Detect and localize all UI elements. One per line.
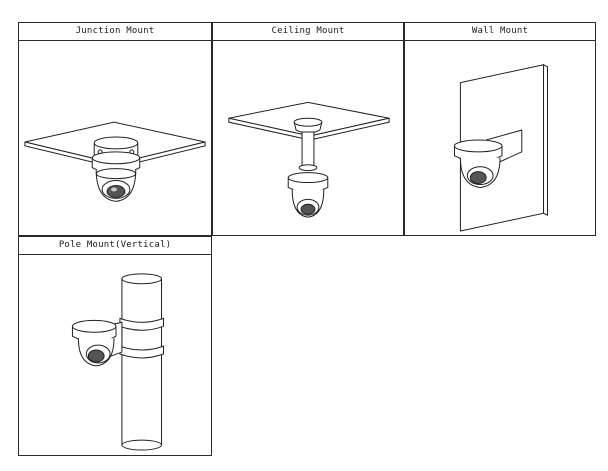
- wall-mount-illustration: [405, 41, 595, 235]
- mount-label-pole: Pole Mount(Vertical): [19, 237, 211, 255]
- ceiling-mount-illustration: [213, 41, 403, 235]
- mount-label-junction: Junction Mount: [19, 23, 211, 41]
- mount-cell-ceiling: Ceiling Mount: [212, 22, 404, 236]
- mount-label-ceiling: Ceiling Mount: [213, 23, 403, 41]
- mount-cell-junction: Junction Mount: [18, 22, 212, 236]
- mount-cell-pole: Pole Mount(Vertical): [18, 236, 212, 456]
- junction-mount-illustration: [19, 41, 211, 235]
- mount-label-wall: Wall Mount: [405, 23, 595, 41]
- mount-cell-wall: Wall Mount: [404, 22, 596, 236]
- pole-mount-illustration: [19, 255, 211, 455]
